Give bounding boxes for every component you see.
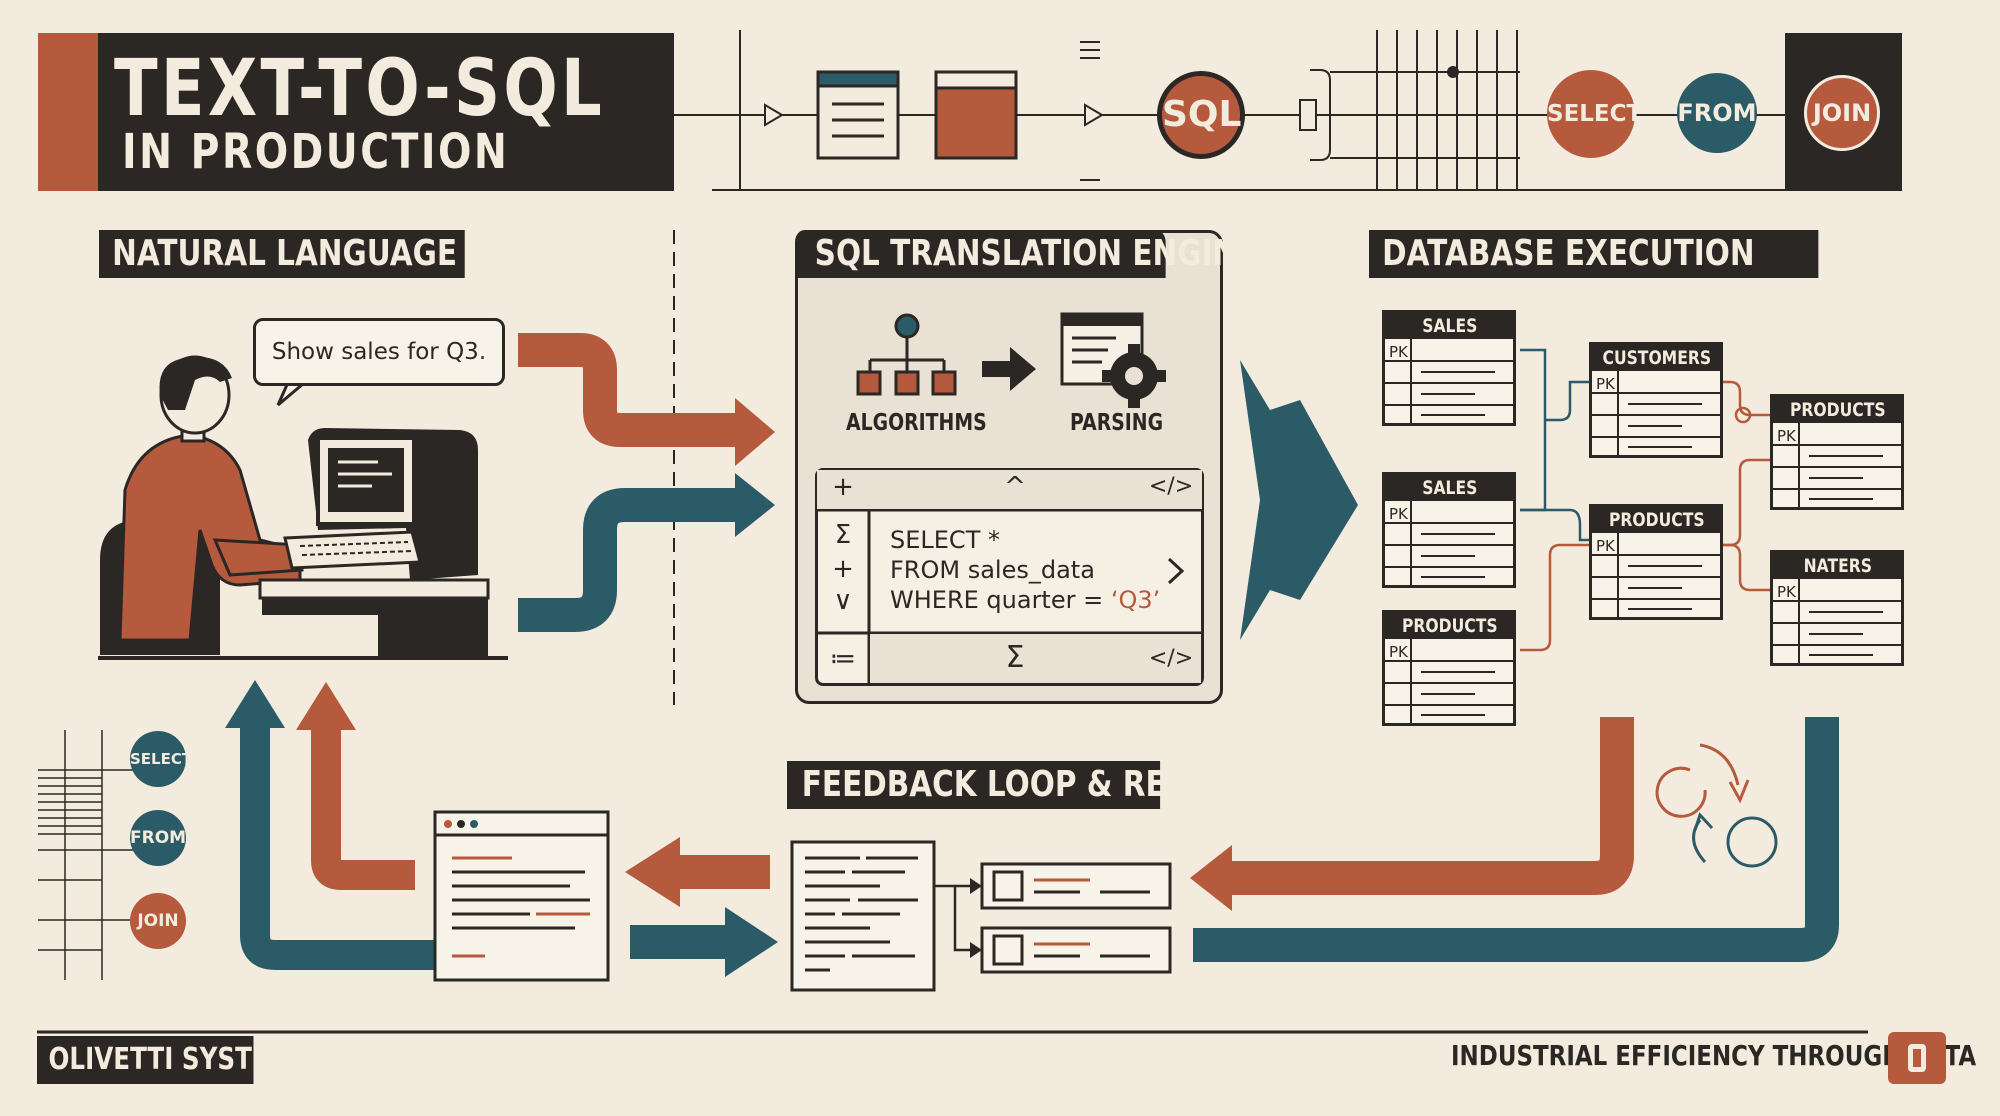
algorithms-icon xyxy=(856,313,957,396)
results-return-flows xyxy=(1193,717,1839,962)
code-icon-bottom: </> xyxy=(1148,646,1194,671)
side-from-badge: FROM xyxy=(130,810,186,866)
feedback-arrow-rust xyxy=(625,837,770,907)
refresh-cycle-icon xyxy=(1655,743,1778,868)
primary-key-label: PK xyxy=(1777,427,1796,445)
db-table-card: SALES PK xyxy=(1382,472,1516,588)
chevron-down-icon: ∨ xyxy=(833,586,853,616)
query-flow-arrowhead-teal xyxy=(735,473,775,537)
db-table-name: PRODUCTS xyxy=(1773,397,1903,423)
person-at-computer-illustration xyxy=(98,355,508,660)
page-title: TEXT-TO-SQL xyxy=(114,44,606,134)
primary-key-label: PK xyxy=(1389,343,1408,361)
db-table-card: PRODUCTS PK xyxy=(1589,504,1723,620)
primary-key-label: PK xyxy=(1596,375,1615,393)
return-to-user-flow-teal xyxy=(240,725,435,970)
db-table-rows xyxy=(1385,501,1513,587)
parsing-gear-icon xyxy=(1060,312,1166,408)
db-table-rows xyxy=(1592,533,1720,619)
db-table-card: NATERS PK xyxy=(1770,550,1904,666)
db-table-card: PRODUCTS PK xyxy=(1770,394,1904,510)
db-table-rows xyxy=(1385,639,1513,725)
return-to-user-flow-rust xyxy=(311,728,415,890)
sum-icon: Σ xyxy=(834,520,852,550)
db-table-name: NATERS xyxy=(1773,553,1903,579)
chevron-right-icon[interactable] xyxy=(1165,556,1187,586)
algorithms-label: ALGORITHMS xyxy=(846,410,987,436)
list-icon: ≔ xyxy=(830,644,856,674)
side-join-badge: JOIN xyxy=(130,893,186,949)
select-badge: SELECT xyxy=(1547,70,1642,158)
db-table-name: CUSTOMERS xyxy=(1592,345,1722,371)
return-to-user-arrowhead-rust xyxy=(296,682,356,730)
feedback-arrow-teal xyxy=(630,907,778,977)
header-pipeline-lines xyxy=(674,30,1785,191)
query-flow-arrow-teal xyxy=(518,488,735,632)
result-window-illustration xyxy=(433,810,610,982)
db-table-name: SALES xyxy=(1385,475,1515,501)
join-badge: JOIN xyxy=(1804,75,1880,151)
db-table-rows xyxy=(1592,371,1720,457)
engine-to-database-arrow xyxy=(1240,360,1358,640)
header-document-icon xyxy=(816,70,1018,160)
plus-icon: + xyxy=(832,554,854,584)
left-grid-decoration xyxy=(38,730,160,980)
from-badge: FROM xyxy=(1677,73,1757,153)
feedback-document-illustration xyxy=(790,840,1172,992)
side-select-badge: SELECT xyxy=(130,731,192,787)
query-speech-bubble: Show sales for Q3. xyxy=(253,318,505,386)
primary-key-label: PK xyxy=(1777,583,1796,601)
page-subtitle: IN PRODUCTION xyxy=(122,124,510,180)
sql-line-3: WHERE quarter = ‘Q3’ xyxy=(890,586,1160,614)
query-flow-arrowhead-rust xyxy=(735,398,775,466)
db-table-name: SALES xyxy=(1385,313,1515,339)
db-table-rows xyxy=(1385,339,1513,425)
sql-line-1: SELECT * xyxy=(890,526,1000,554)
db-table-card: PRODUCTS PK xyxy=(1382,610,1516,726)
sql-where-clause: WHERE quarter = xyxy=(890,586,1111,614)
db-table-name: PRODUCTS xyxy=(1592,507,1722,533)
code-panel-grid xyxy=(815,468,1204,686)
sql-badge: SQL xyxy=(1157,71,1245,159)
parsing-label: PARSING xyxy=(1070,410,1164,436)
footer-logo-icon xyxy=(1888,1032,1946,1084)
return-to-user-arrowhead-teal xyxy=(225,680,285,728)
section-natural-language-query: NATURAL LANGUAGE QUERY xyxy=(99,230,579,278)
arrow-right-icon xyxy=(982,347,1036,391)
collapse-icon[interactable]: ^ xyxy=(1004,472,1026,502)
code-icon[interactable]: </> xyxy=(1148,474,1194,499)
db-table-name: PRODUCTS xyxy=(1385,613,1515,639)
db-table-card: SALES PK xyxy=(1382,310,1516,426)
sql-string-literal: ‘Q3’ xyxy=(1110,586,1161,614)
db-table-card: CUSTOMERS PK xyxy=(1589,342,1723,458)
title-accent-bar xyxy=(38,33,98,191)
results-arrowhead-rust xyxy=(1190,845,1232,911)
db-table-rows xyxy=(1773,423,1901,509)
primary-key-label: PK xyxy=(1389,643,1408,661)
footer-brand: OLIVETTI SYSTEMS xyxy=(37,1036,311,1084)
section-database-execution: DATABASE EXECUTION xyxy=(1369,230,1819,278)
add-icon[interactable]: + xyxy=(832,472,854,502)
sql-line-2: FROM sales_data xyxy=(890,556,1095,584)
title-banner xyxy=(38,33,674,191)
db-table-rows xyxy=(1773,579,1901,665)
table-relationship-lines xyxy=(1520,348,1770,652)
section-feedback-loop: FEEDBACK LOOP & RESULTS xyxy=(787,761,1266,809)
query-flow-arrow-rust xyxy=(518,333,735,447)
sigma-icon: Σ xyxy=(1005,640,1025,675)
primary-key-label: PK xyxy=(1389,505,1408,523)
primary-key-label: PK xyxy=(1596,537,1615,555)
section-sql-translation-engine: SQL TRANSLATION ENGINE xyxy=(795,230,1257,278)
